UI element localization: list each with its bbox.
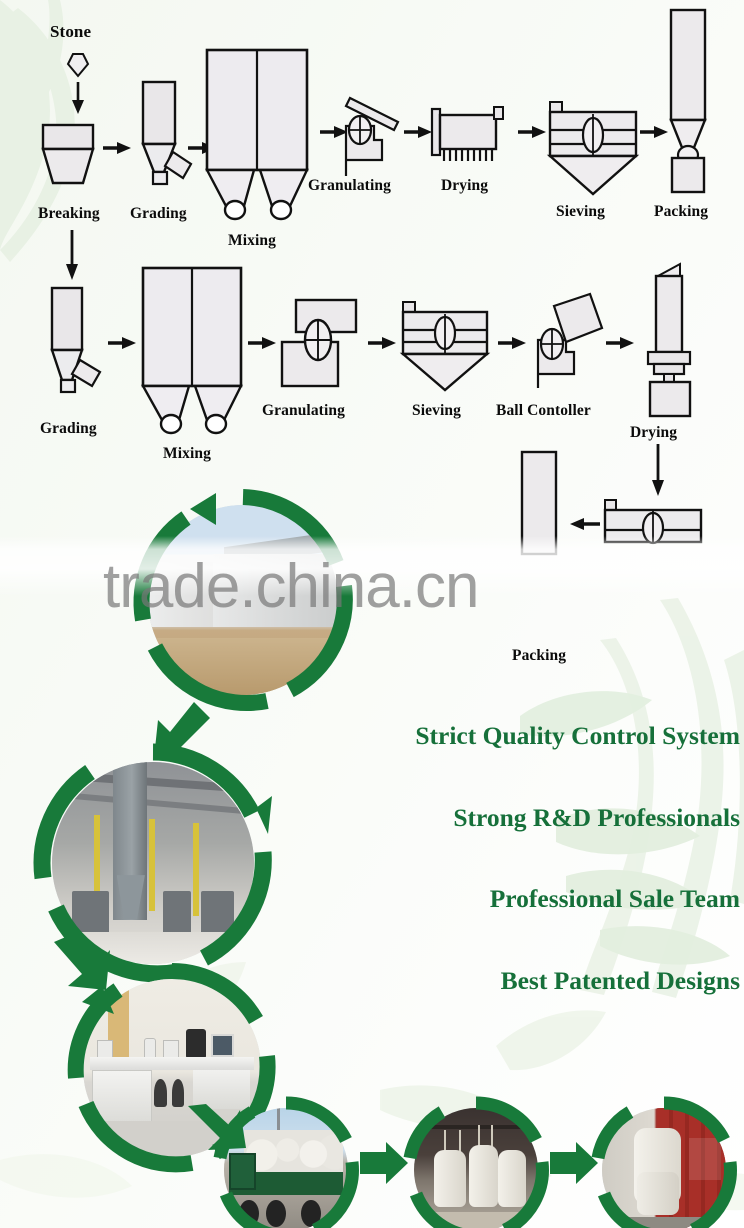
photo-circle-container-loading (590, 1096, 738, 1228)
arrow-right-icon-11 (606, 335, 634, 351)
flow-label-drying-1: Drying (441, 177, 489, 194)
arrow-right-icon-9 (368, 335, 396, 351)
arrow-down-right-icon-2 (186, 1104, 248, 1156)
crusher-hopper-icon (40, 123, 96, 185)
flow-label-grading-1: Grading (130, 205, 187, 222)
selling-points-list: Strict Quality Control System Strong R&D… (300, 723, 744, 993)
arrow-down-icon-2 (648, 444, 668, 496)
vertical-dryer-icon (634, 262, 698, 422)
twin-silo-mixer-icon (204, 48, 310, 221)
twin-silo-mixer-icon-2 (140, 266, 244, 435)
flow-label-drying-2: Drying (630, 424, 678, 441)
flow-label-grading-2: Grading (40, 420, 97, 437)
ball-controller-icon (520, 292, 606, 392)
grading-cyclone-icon (133, 80, 195, 190)
sieve-hopper-icon (544, 100, 642, 196)
sieve-hopper-icon-2 (398, 300, 492, 392)
site-watermark: trade.china.cn (103, 552, 479, 621)
arrow-down-icon-1 (62, 230, 82, 280)
flow-label-sieving-2: Sieving (412, 402, 461, 419)
arrow-right-icon-5 (518, 124, 546, 140)
flow-label-stone: Stone (50, 22, 92, 41)
stone-icon (62, 52, 96, 114)
arrow-right-icon-7 (108, 335, 136, 351)
arrow-right-green-icon-1 (360, 1142, 408, 1184)
ring-decoration-5 (403, 1096, 549, 1228)
arrow-down-left-icon-1 (150, 700, 212, 762)
flow-label-packing-1: Packing (654, 203, 709, 220)
roller-granulator-icon (278, 298, 360, 390)
flow-label-mixing-1: Mixing (228, 232, 276, 249)
flow-label-packing-2: Packing (512, 647, 567, 664)
flow-label-granulating-2: Granulating (262, 402, 345, 419)
photo-circle-bulk-bag-packing (402, 1096, 550, 1228)
selling-point-1: Strict Quality Control System (415, 721, 740, 750)
drum-dryer-icon (430, 103, 510, 175)
selling-point-4: Best Patented Designs (500, 965, 740, 995)
selling-point-3: Professional Sale Team (489, 884, 740, 913)
selling-point-2: Strong R&D Professionals (453, 802, 740, 832)
ring-decoration-6 (591, 1096, 737, 1228)
flow-label-sieving-1: Sieving (556, 203, 605, 220)
flow-label-ball-contoller: Ball Contoller (496, 402, 591, 419)
arrow-right-icon-8 (248, 335, 276, 351)
arrow-left-icon-1 (570, 516, 600, 532)
flow-label-granulating-1: Granulating (308, 177, 391, 194)
flow-label-breaking: Breaking (38, 205, 100, 222)
grading-cyclone-icon-2 (42, 286, 104, 398)
arrow-down-right-icon-1 (52, 936, 112, 994)
arrow-right-green-icon-2 (550, 1142, 598, 1184)
arrow-right-icon-1 (103, 140, 131, 156)
flow-label-mixing-2: Mixing (163, 445, 211, 462)
arrow-right-icon-4 (404, 124, 432, 140)
granulator-icon (330, 88, 402, 176)
packing-tower-icon (662, 8, 716, 198)
